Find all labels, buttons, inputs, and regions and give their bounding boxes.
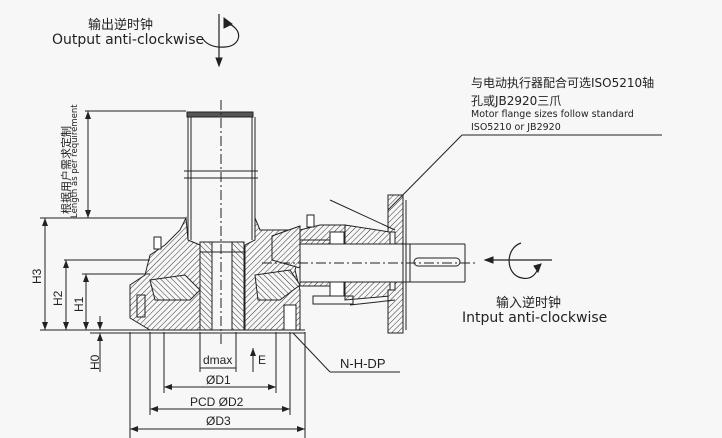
flange-note-zh-line2: 孔或JB2920三爪 — [471, 94, 562, 108]
length-dimension — [85, 110, 186, 219]
dim-d3: ØD3 — [206, 414, 231, 428]
dim-dmax: dmax — [203, 353, 233, 367]
dim-h1: H1 — [72, 296, 86, 312]
input-rotation-label-zh: 输入逆时钟 — [496, 296, 562, 311]
height-dimensions — [40, 217, 305, 372]
diameter-dimensions — [129, 332, 306, 438]
flange-note-zh-line1: 与电动执行器配合可选ISO5210轴 — [471, 76, 655, 90]
input-rotation-icon — [483, 242, 552, 280]
input-rotation-label-en: Intput anti-clockwise — [462, 310, 608, 326]
input-shaft-assembly — [262, 224, 475, 305]
flange-note-leader — [387, 134, 662, 211]
dim-e: E — [258, 353, 267, 367]
output-rotation-label-en: Output anti-clockwise — [52, 32, 205, 48]
motor-flange — [329, 194, 407, 334]
flange-note-en-line1: Motor flange sizes follow standard — [471, 109, 634, 120]
dim-h3: H3 — [30, 268, 44, 284]
dim-bolt-holes: N-H-DP — [340, 356, 386, 371]
output-rotation-label-zh: 输出逆时钟 — [88, 18, 154, 33]
flange-note-en-line2: ISO5210 or JB2920 — [471, 122, 561, 133]
output-rotation-icon — [202, 14, 240, 68]
dim-h0: H0 — [88, 354, 102, 370]
dim-d2: PCD ØD2 — [190, 395, 244, 409]
dim-d1: ØD1 — [206, 373, 231, 387]
output-tube — [184, 100, 258, 345]
dim-h2: H2 — [51, 290, 65, 306]
length-note-en: Length as per requirement — [70, 104, 80, 218]
bolt-hole-leader — [292, 332, 400, 373]
